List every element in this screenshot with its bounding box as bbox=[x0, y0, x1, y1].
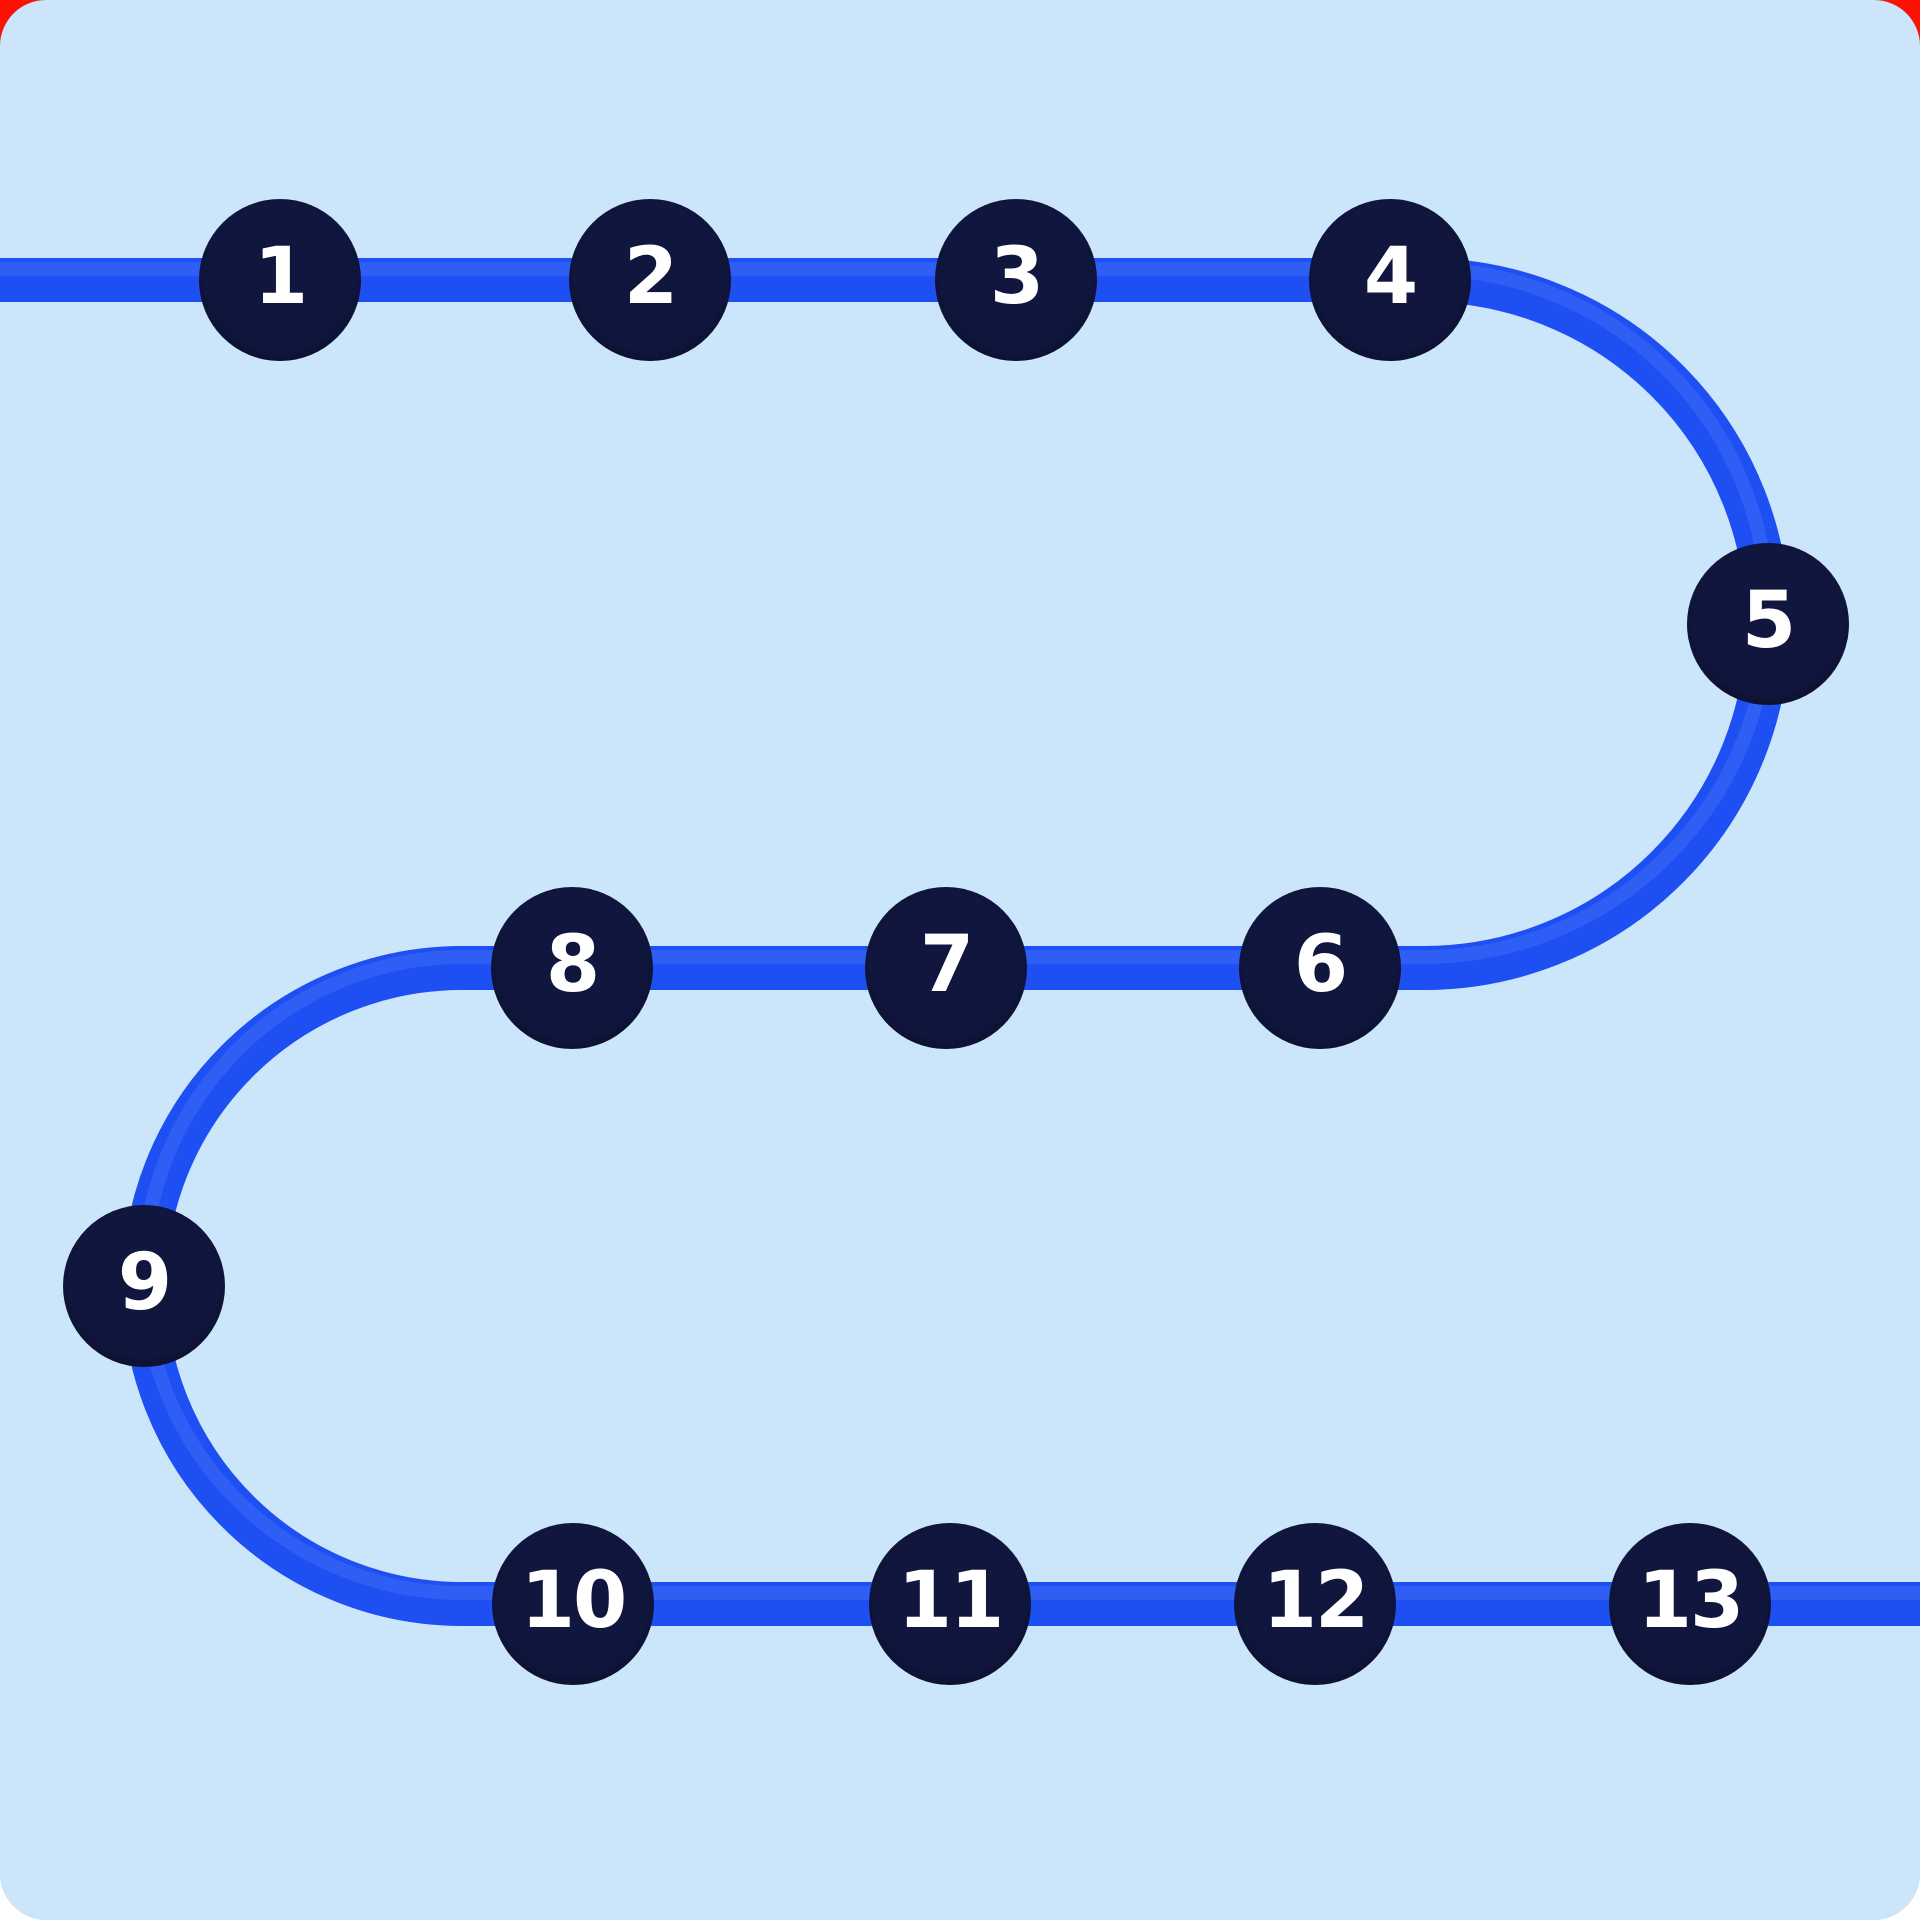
station-node-8[interactable]: 8 bbox=[491, 887, 653, 1049]
station-label: 3 bbox=[989, 232, 1044, 322]
station-node-10[interactable]: 10 bbox=[492, 1523, 654, 1685]
station-label: 11 bbox=[897, 1556, 1005, 1646]
station-label: 13 bbox=[1637, 1556, 1745, 1646]
route-path-highlight bbox=[0, 262, 1920, 1600]
station-label: 7 bbox=[919, 920, 974, 1010]
station-node-11[interactable]: 11 bbox=[869, 1523, 1031, 1685]
station-node-5[interactable]: 5 bbox=[1687, 543, 1849, 705]
station-node-7[interactable]: 7 bbox=[865, 887, 1027, 1049]
station-node-6[interactable]: 6 bbox=[1239, 887, 1401, 1049]
station-node-12[interactable]: 12 bbox=[1234, 1523, 1396, 1685]
station-label: 10 bbox=[520, 1556, 628, 1646]
station-label: 9 bbox=[117, 1238, 172, 1328]
station-node-4[interactable]: 4 bbox=[1309, 199, 1471, 361]
station-node-13[interactable]: 13 bbox=[1609, 1523, 1771, 1685]
station-label: 4 bbox=[1363, 232, 1418, 322]
station-node-2[interactable]: 2 bbox=[569, 199, 731, 361]
station-label: 6 bbox=[1293, 920, 1348, 1010]
station-label: 5 bbox=[1741, 576, 1796, 666]
station-node-9[interactable]: 9 bbox=[63, 1205, 225, 1367]
station-label: 8 bbox=[545, 920, 600, 1010]
station-label: 12 bbox=[1262, 1556, 1370, 1646]
station-label: 1 bbox=[253, 232, 308, 322]
station-label: 2 bbox=[623, 232, 678, 322]
station-node-3[interactable]: 3 bbox=[935, 199, 1097, 361]
station-node-1[interactable]: 1 bbox=[199, 199, 361, 361]
